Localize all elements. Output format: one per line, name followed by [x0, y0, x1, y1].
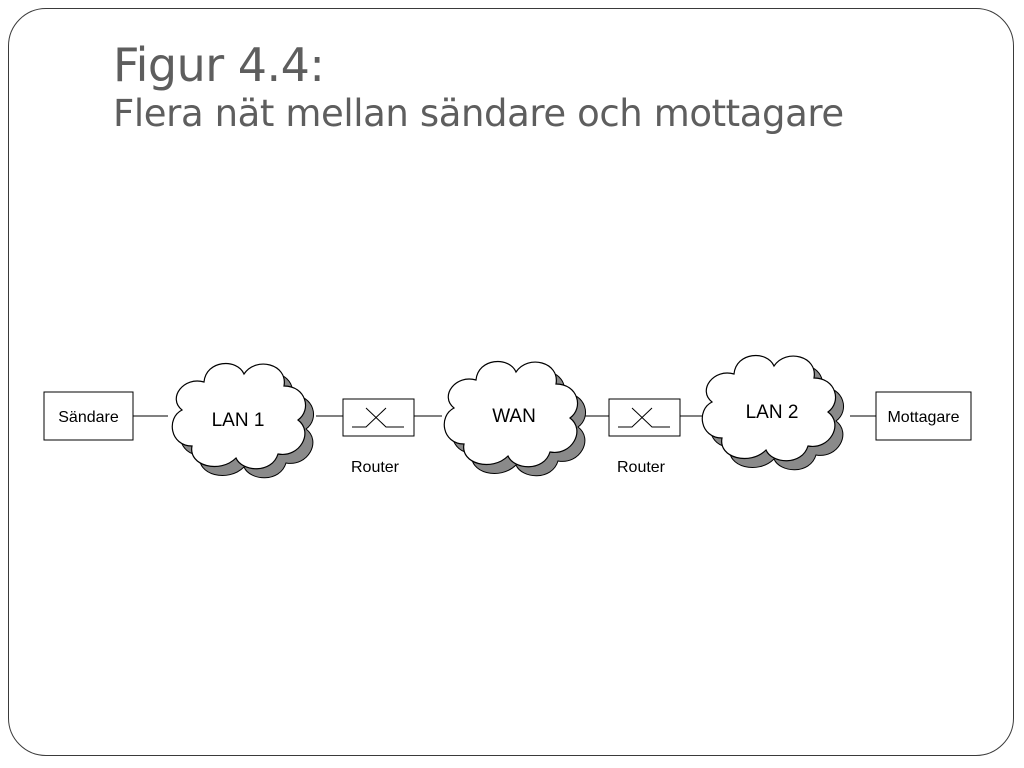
router2-icon	[618, 407, 670, 428]
router2-box	[608, 398, 681, 437]
wan-label: WAN	[492, 406, 536, 427]
figure-caption: Flera nät mellan sändare och mottagare	[113, 92, 844, 136]
router1-icon	[352, 407, 404, 428]
receiver-node: Mottagare	[875, 391, 972, 441]
lan1-cloud: LAN 1	[171, 362, 315, 479]
slide-title: Figur 4.4: Flera nät mellan sändare och …	[113, 38, 844, 136]
router2-label: Router	[617, 459, 666, 476]
wan-cloud: WAN	[443, 360, 587, 477]
lan1-label: LAN 1	[212, 410, 265, 431]
receiver-box	[875, 391, 972, 441]
figure-number: Figur 4.4:	[113, 38, 325, 92]
sender-node: Sändare	[43, 391, 134, 441]
sender-label: Sändare	[58, 409, 119, 426]
router1-node: Router	[342, 398, 415, 476]
lan2-cloud: LAN 2	[701, 354, 845, 471]
sender-box	[43, 391, 134, 441]
router1-label: Router	[351, 459, 400, 476]
router2-node: Router	[608, 398, 681, 476]
router1-box	[342, 398, 415, 437]
receiver-label: Mottagare	[887, 409, 959, 426]
lan2-label: LAN 2	[746, 402, 799, 423]
slide-frame	[8, 8, 1014, 756]
